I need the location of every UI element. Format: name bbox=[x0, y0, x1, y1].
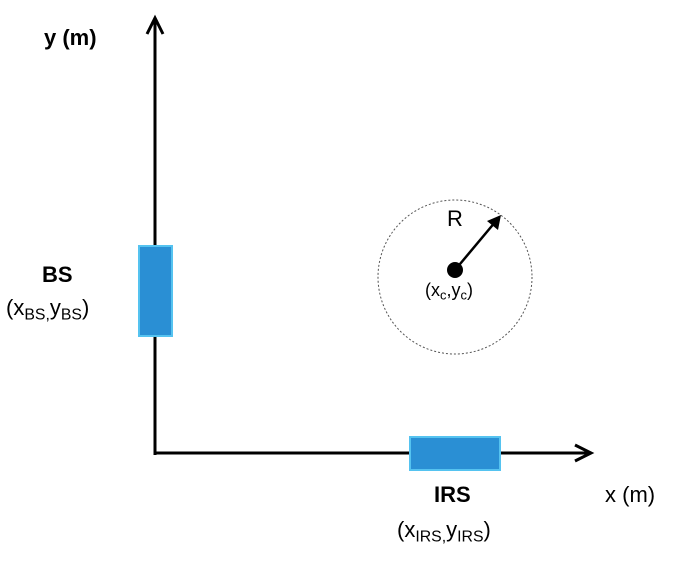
bs-coordinates: (xBS,yBS) bbox=[6, 297, 89, 323]
center-coord-sub-x: c bbox=[440, 287, 447, 303]
center-coord-open: (x bbox=[425, 280, 440, 300]
bs-coord-mid: y bbox=[49, 295, 61, 320]
irs-label: IRS bbox=[434, 482, 471, 507]
x-axis-arrowhead bbox=[574, 443, 595, 463]
radius-label: R bbox=[447, 206, 463, 231]
irs-coord-sub-y: IRS bbox=[457, 528, 484, 546]
irs-coordinates: (xIRS,yIRS) bbox=[397, 519, 491, 545]
bs-coord-close: ) bbox=[81, 295, 90, 320]
center-coord-sub-y: c bbox=[460, 287, 467, 303]
x-axis-label: x (m) bbox=[605, 482, 656, 507]
radius-arrowhead bbox=[487, 215, 501, 230]
irs-coord-sub-x: IRS, bbox=[415, 528, 447, 546]
bs-coord-sub-x: BS, bbox=[24, 306, 50, 324]
y-axis-arrowhead bbox=[145, 14, 165, 35]
irs-coord-mid: y bbox=[446, 517, 458, 542]
irs-coord-close: ) bbox=[483, 517, 491, 542]
center-coord-mid: ,y bbox=[446, 280, 461, 300]
radius-arrow bbox=[454, 220, 497, 271]
bs-element bbox=[138, 245, 173, 337]
circle-center-coordinates: (xc,yc) bbox=[425, 281, 473, 303]
bs-coord-open: (x bbox=[6, 295, 25, 320]
irs-element bbox=[409, 436, 501, 471]
coverage-circle bbox=[377, 199, 533, 355]
irs-coord-open: (x bbox=[397, 517, 416, 542]
center-coord-close: ) bbox=[466, 280, 473, 300]
bs-coord-sub-y: BS bbox=[60, 306, 82, 324]
bs-label: BS bbox=[42, 262, 73, 287]
y-axis-label: y (m) bbox=[44, 25, 97, 50]
